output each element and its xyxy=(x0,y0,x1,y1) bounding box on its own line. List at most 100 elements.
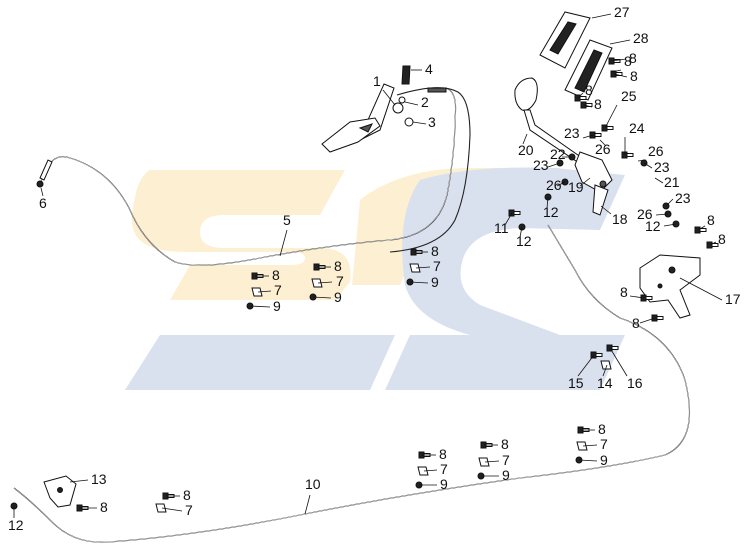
watermark-blue-shape-right xyxy=(402,167,625,335)
callout-c23c: 23 xyxy=(654,159,670,175)
callout-c12d: 12 xyxy=(645,218,661,234)
callout-c8f: 8 xyxy=(598,421,606,437)
hardware-clip-c7a xyxy=(251,287,263,297)
callout-c27: 27 xyxy=(614,4,630,20)
callout-c23a: 23 xyxy=(564,125,580,141)
callout-c16: 16 xyxy=(627,375,643,391)
leader-c21 xyxy=(654,177,664,184)
callout-c26c: 26 xyxy=(648,143,664,159)
pedal-pad xyxy=(321,117,381,153)
hardware-clip-c7f xyxy=(576,441,588,451)
callout-c9a: 9 xyxy=(273,298,281,314)
shift-panels xyxy=(539,11,613,101)
hardware-clip-c7b xyxy=(311,278,323,288)
callout-c10: 10 xyxy=(305,476,321,492)
leader-c15 xyxy=(577,354,595,377)
pedal-assembly xyxy=(321,65,447,153)
callout-c7c: 7 xyxy=(433,258,441,274)
leader-c7e xyxy=(484,460,500,463)
spring-4 xyxy=(401,65,411,85)
leader-lines xyxy=(13,13,723,518)
callout-c26b: 26 xyxy=(546,177,562,193)
callout-c8e: 8 xyxy=(501,436,509,452)
leader-c1 xyxy=(382,89,396,106)
leader-c8n xyxy=(709,241,717,246)
callout-c8j: 8 xyxy=(630,68,638,84)
shift-bracket-18 xyxy=(592,184,609,216)
leader-c9b xyxy=(312,296,332,299)
callout-c8h: 8 xyxy=(100,499,108,515)
mount-bracket-13 xyxy=(43,475,77,508)
leader-c8q xyxy=(611,69,622,73)
callout-c2: 2 xyxy=(421,94,429,110)
callout-c7d: 7 xyxy=(440,461,448,477)
callout-labels: 1234567777777888888888888888889999991011… xyxy=(8,4,741,533)
mount-bracket-17 xyxy=(639,254,701,319)
callout-c6: 6 xyxy=(39,195,47,211)
callout-c12c: 12 xyxy=(543,204,559,220)
cable-5-inner xyxy=(39,87,456,266)
callout-c24: 24 xyxy=(629,120,645,136)
callout-c8p: 8 xyxy=(632,315,640,331)
callout-c4: 4 xyxy=(425,61,433,77)
leader-c26a xyxy=(599,139,607,147)
leader-c14 xyxy=(602,364,608,377)
hardware-bolt-c24 xyxy=(621,151,634,159)
leader-c8k xyxy=(577,92,584,99)
cable-end-6 xyxy=(36,159,53,188)
leader-c7d xyxy=(423,469,438,472)
callout-c1: 1 xyxy=(373,73,381,89)
leader-c8i xyxy=(611,58,627,62)
callout-c9b: 9 xyxy=(334,289,342,305)
hardware-clip-c7e xyxy=(478,457,490,467)
leader-c8o xyxy=(629,295,645,299)
leader-c26d xyxy=(655,213,669,216)
callout-c8a: 8 xyxy=(272,267,280,283)
hardware-clip-c7g xyxy=(155,503,167,513)
callout-c12b: 12 xyxy=(8,517,24,533)
leader-c10 xyxy=(304,494,311,515)
callout-c22: 22 xyxy=(550,146,566,162)
leader-c7g xyxy=(161,507,183,512)
callout-c25: 25 xyxy=(621,88,637,104)
hardware-bolt-c11 xyxy=(508,209,521,217)
cable-end-clip xyxy=(427,87,447,93)
leader-c27 xyxy=(591,13,612,19)
callout-c8d: 8 xyxy=(439,446,447,462)
leader-c8j xyxy=(613,73,628,78)
pedal-pad-grip xyxy=(358,123,373,133)
callout-c7a: 7 xyxy=(274,282,282,298)
leader-c18 xyxy=(600,205,612,215)
hardware-clip-c7c xyxy=(409,263,421,273)
callout-c8n: 8 xyxy=(718,231,726,247)
hardware-bolt-c8k xyxy=(574,94,587,102)
cable-10-inner xyxy=(13,224,690,543)
hardware-bolt-c8n xyxy=(706,241,719,249)
callout-c8l: 8 xyxy=(594,96,602,112)
watermark-yellow-shape xyxy=(131,170,351,300)
callout-c19: 19 xyxy=(568,179,584,195)
leader-c12c xyxy=(546,196,549,209)
panel-27-slot xyxy=(549,21,577,55)
shift-knob xyxy=(514,77,538,111)
leader-c3 xyxy=(412,121,427,125)
callout-c28: 28 xyxy=(633,30,649,46)
pivot-19 xyxy=(599,180,607,188)
leader-c28 xyxy=(609,39,631,45)
leader-c7b xyxy=(317,281,333,284)
pedal-pivot xyxy=(392,102,404,114)
leader-c16 xyxy=(609,347,628,377)
callout-c12a: 12 xyxy=(516,233,532,249)
callout-c26a: 26 xyxy=(595,141,611,157)
hardware-bolt-c16 xyxy=(606,344,619,352)
callout-c8c: 8 xyxy=(431,243,439,259)
leader-c8p xyxy=(639,317,656,324)
washer-3 xyxy=(404,117,414,127)
callout-c3: 3 xyxy=(428,114,436,130)
cable-end-6-sleeve xyxy=(39,159,53,181)
cable-end-6-knob xyxy=(36,180,44,188)
leader-c2 xyxy=(404,101,419,106)
watermark-logo xyxy=(125,167,625,390)
leader-c23a xyxy=(582,134,594,139)
